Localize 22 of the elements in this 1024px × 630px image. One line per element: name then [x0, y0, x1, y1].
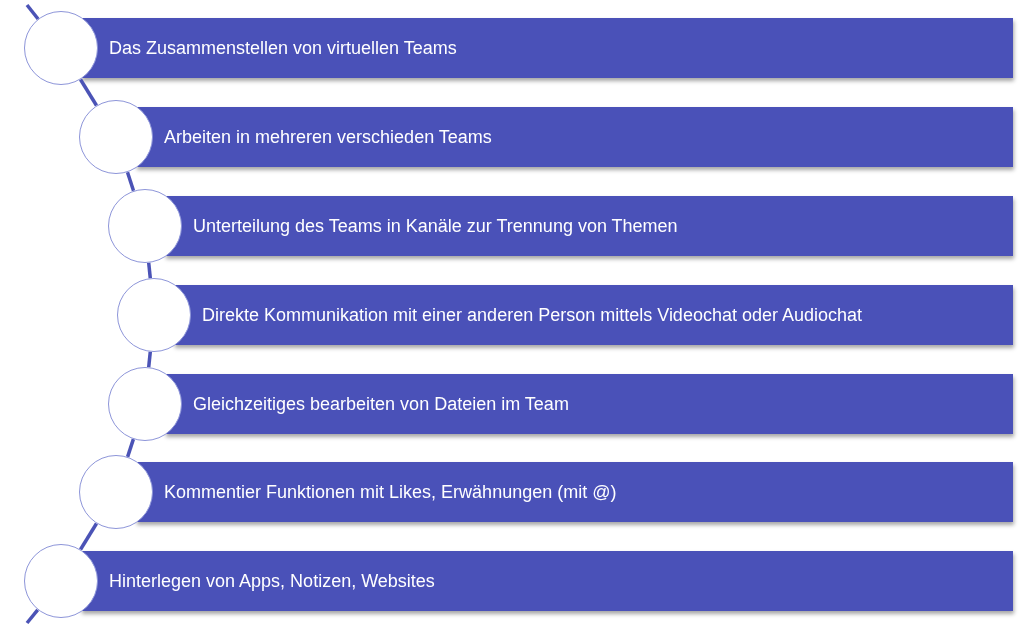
- connector-line: [79, 78, 98, 107]
- item-text: Unterteilung des Teams in Kanäle zur Trennung von Themen: [193, 215, 678, 237]
- list-bar: [81, 551, 1013, 611]
- connector-line: [125, 438, 136, 458]
- list-bar: [165, 196, 1013, 256]
- list-bar: [136, 107, 1013, 167]
- list-bar: [81, 18, 1013, 78]
- connector-line: [25, 3, 40, 21]
- connector-line: [146, 262, 153, 279]
- item-text: Direkte Kommunikation mit einer anderen Person mittels Videochat oder Audiochat: [202, 304, 863, 326]
- connector-line: [79, 522, 98, 551]
- list-bar: [165, 374, 1013, 434]
- connector-line: [25, 608, 40, 625]
- item-text: Arbeiten in mehreren verschieden Teams: [164, 126, 492, 148]
- connector-line: [146, 351, 153, 368]
- connector-line: [125, 171, 136, 192]
- item-text: Kommentier Funktionen mit Likes, Erwähnungen (mit @): [164, 481, 617, 503]
- list-bar: [174, 285, 1013, 345]
- list-bar: [136, 462, 1013, 522]
- item-text: Das Zusammenstellen von virtuellen Teams: [109, 37, 457, 59]
- item-text: Gleichzeitiges bearbeiten von Dateien im Team: [193, 393, 569, 415]
- item-text: Hinterlegen von Apps, Notizen, Websites: [109, 570, 435, 592]
